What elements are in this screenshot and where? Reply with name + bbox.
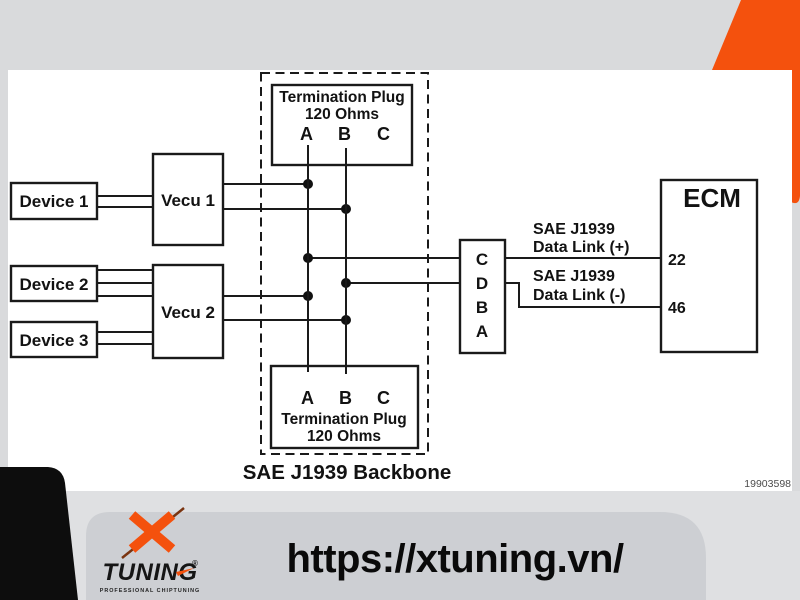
termination-plug-bottom-box [269,364,420,450]
wiring-diagram: Device 1 Device 2 Device 3 Vecu 1 Vecu 2… [9,72,791,490]
connector-pin-d: D [476,274,488,293]
vecu2-label: Vecu 2 [161,303,215,322]
datalink-neg-label-1: SAE J1939 [533,268,615,285]
logo-x-stroke2-icon [128,511,176,553]
vecu1-box [151,152,225,247]
wire-datalink-minus [505,282,661,308]
termination-plug-top-box [270,83,414,167]
black-corner-shape [0,467,78,600]
device1-label: Device 1 [20,192,89,211]
termination-top-pin-a: A [300,124,314,144]
ecm-label: ECM [683,183,741,213]
ecm-pin-22: 22 [668,252,686,269]
termination-bottom-pin-b: B [339,388,353,408]
termination-top-pin-c: C [377,124,391,144]
footer-bar [86,512,706,600]
device2-label: Device 2 [20,275,89,294]
xtuning-logo: TUNING ® PROFESSIONAL CHIPTUNING [100,507,200,594]
connector-pin-c: C [476,250,488,269]
datalink-neg-label-2: Data Link (-) [533,287,625,304]
device1-box [9,181,99,221]
termination-top-pin-b: B [338,124,352,144]
termination-bottom-pin-a: A [301,388,315,408]
datalink-pos-label-2: Data Link (+) [533,239,629,256]
vecu1-label: Vecu 1 [161,191,215,210]
diagram-title: SAE J1939 Backbone [243,461,452,484]
ecm-box [659,178,759,354]
ecm-pin-46: 46 [668,300,686,317]
termination-top-line2: 120 Ohms [305,106,379,123]
vecu2-box [151,263,225,360]
registered-mark: ® [192,559,198,568]
termination-bottom-line1: Termination Plug [281,411,406,428]
datalink-pos-label-1: SAE J1939 [533,221,615,238]
connector-pin-b: B [476,298,488,317]
termination-top-line1: Termination Plug [279,89,404,106]
cdba-connector-box [458,238,507,355]
termination-bottom-line2: 120 Ohms [307,428,381,445]
backbone-dashed-border [260,72,429,455]
device3-label: Device 3 [20,331,89,350]
device3-box [9,320,99,359]
orange-corner-accent [712,0,800,204]
device2-box [9,264,99,303]
figure-number: 19903598 [744,478,791,490]
logo-g-accent-icon [176,568,194,576]
termination-bottom-pin-c: C [377,388,391,408]
brand-subtitle: PROFESSIONAL CHIPTUNING [100,588,200,594]
connector-pin-a: A [476,322,488,341]
site-url[interactable]: https://xtuning.vn/ [286,537,624,581]
